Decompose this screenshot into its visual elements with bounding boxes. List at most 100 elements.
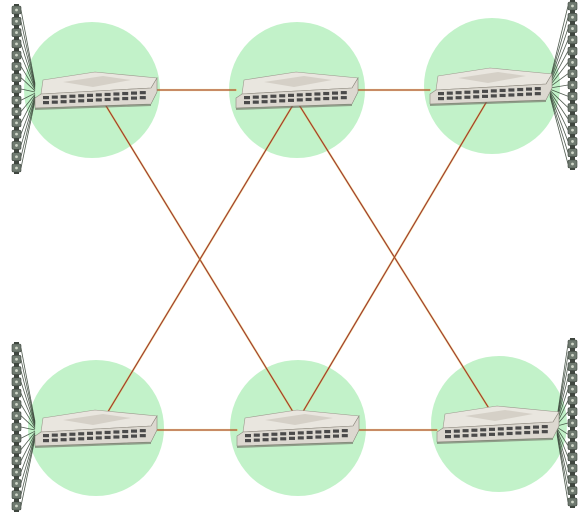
switch-port [455,96,462,100]
switch-layer [34,67,560,448]
switch-port [244,101,250,105]
server-cable [20,9,36,84]
network-switch-icon [235,71,359,110]
server-cable [549,93,569,142]
switch-port [446,96,453,100]
server-led [571,365,574,368]
switch-port [104,92,111,97]
network-link [295,99,496,419]
server-led [15,42,18,46]
switch-port [51,95,58,99]
server-led [571,27,574,30]
switch-port [489,427,495,431]
switch-port [60,433,67,437]
server-cable [20,438,36,507]
switch-port [252,100,259,104]
switch-port [445,430,451,434]
server-led [571,94,574,98]
switch-port [113,92,120,96]
server-cable [20,100,36,169]
switch-port [464,95,471,99]
server-cable [20,96,36,135]
switch-port [78,99,85,103]
server-cable [556,428,569,446]
switch-port [490,94,497,98]
server-led [15,132,18,136]
link-layer [98,88,497,432]
switch-port [446,91,453,95]
server-led [15,121,18,125]
server-cable [20,94,36,112]
switch-port [541,430,548,434]
server-led [15,357,18,361]
server-cable [556,429,569,458]
server-cable [549,88,569,97]
switch-port [87,436,93,440]
switch-port [51,438,58,442]
switch-port [289,431,295,435]
switch-port [324,429,331,434]
server-cable [549,95,569,153]
switch-port [462,429,469,433]
switch-logo-band [63,76,131,87]
switch-port [289,436,295,440]
server-cable [549,92,569,131]
server-cable [556,355,569,419]
server-led [15,425,18,429]
switch-port [340,91,347,95]
switch-port [526,92,532,96]
switch-port [244,96,250,100]
switch-port [462,434,469,438]
switch-port [51,100,58,104]
switch-port [471,433,478,437]
switch-port [43,434,49,438]
server-led [571,117,574,121]
switch-port [297,431,304,435]
switch-port [473,95,480,99]
switch-port [297,436,304,440]
switch-port [87,93,93,97]
server-rack-layer [11,0,578,512]
server-cable [556,431,569,480]
switch-port [314,97,321,101]
server-cable [20,21,36,85]
switch-port [306,435,313,440]
switch-shadow [437,438,553,444]
switch-port [262,433,269,437]
server-cable [549,91,569,120]
switch-port [314,92,321,96]
network-switch-icon [429,67,553,106]
server-cable [549,50,569,85]
switch-port [51,433,58,437]
server-led [15,87,18,91]
switch-port [87,98,93,102]
server-led [571,387,574,391]
server-cable [20,97,36,146]
server-cable [20,370,36,425]
server-cable [20,88,36,93]
switch-port [113,97,120,101]
switch-port [69,432,76,436]
switch-logo-band [458,72,526,83]
server-cable [20,359,36,423]
switch-port [139,429,146,433]
server-led [571,489,574,493]
server-led [571,353,574,357]
switch-port [280,432,287,436]
switch-port [122,96,129,101]
switch-port [305,97,312,102]
switch-port [323,96,330,101]
switch-port [253,433,260,437]
server-led [15,76,18,80]
network-link [99,95,299,421]
switch-port [471,428,478,432]
switch-port [131,91,137,95]
server-led [15,482,18,485]
switch-port [60,95,67,99]
server-cable [20,43,36,88]
switch-port [104,430,111,435]
switch-port [332,91,338,95]
switch-port [341,434,348,438]
server-cable [20,433,36,462]
